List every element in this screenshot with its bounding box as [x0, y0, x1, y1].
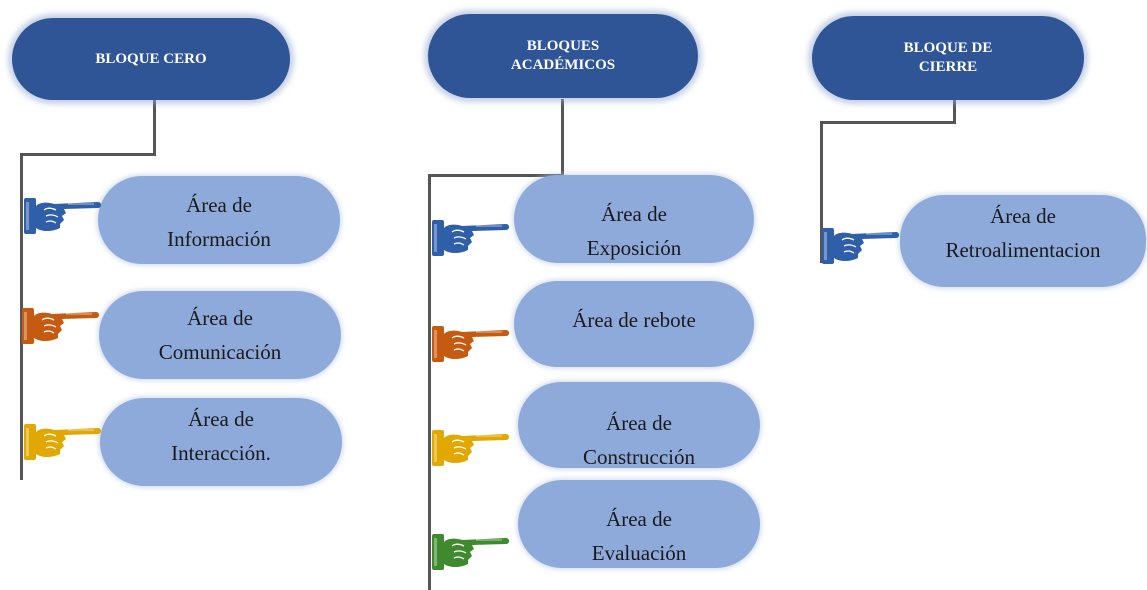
area-comunicacion-line-1: Área de: [187, 306, 253, 330]
pointing-hand-icon: [430, 426, 512, 470]
pointing-hand-icon: [430, 322, 512, 366]
area-evaluacion: Área de Evaluación: [518, 480, 760, 568]
area-comunicacion: Área de Comunicación: [99, 291, 341, 379]
connector-v2-main: [428, 174, 431, 590]
area-interaccion: Área de Interacción.: [100, 398, 342, 486]
area-retroalimentacion-line-1: Área de: [990, 204, 1056, 228]
header-bloques-academicos: BLOQUES ACADÉMICOS: [428, 14, 698, 98]
area-construccion-line-1: Área de: [606, 411, 672, 435]
connector-v2-top: [561, 99, 564, 177]
header-bloques-academicos-line-1: BLOQUES: [526, 38, 600, 54]
pointing-hand-icon: [430, 530, 512, 574]
pointing-hand-icon: [20, 304, 102, 348]
area-rebote: Área de rebote: [514, 281, 754, 367]
connector-v1-main: [20, 153, 23, 480]
connector-v3-main: [820, 121, 823, 263]
connector-h1: [20, 153, 156, 156]
connector-h2: [428, 174, 564, 177]
area-construccion-line-2: Construcción: [583, 445, 695, 469]
connector-h3: [820, 121, 956, 124]
header-bloque-de-cierre: BLOQUE DE CIERRE: [812, 16, 1084, 100]
area-evaluacion-line-1: Área de: [606, 507, 672, 531]
pointing-hand-icon: [22, 420, 104, 464]
area-evaluacion-line-2: Evaluación: [591, 541, 687, 565]
area-retroalimentacion: Área de Retroalimentacion: [900, 195, 1146, 287]
pointing-hand-icon: [430, 216, 512, 260]
area-interaccion-line-1: Área de: [188, 407, 254, 431]
header-bloque-de-cierre-line-2: CIERRE: [918, 59, 978, 75]
header-bloques-academicos-line-2: ACADÉMICOS: [510, 57, 616, 73]
area-construccion: Área de Construcción: [518, 382, 760, 469]
area-informacion-line-1: Área de: [186, 193, 252, 217]
area-exposicion-line-2: Exposición: [586, 236, 682, 260]
area-interaccion-line-2: Interacción.: [171, 441, 271, 465]
pointing-hand-icon: [22, 194, 104, 238]
area-exposicion: Área de Exposición: [514, 175, 754, 263]
header-bloque-de-cierre-line-1: BLOQUE DE: [903, 40, 993, 56]
area-comunicacion-line-2: Comunicación: [158, 340, 282, 364]
header-bloque-cero-line-1: BLOQUE CERO: [95, 50, 207, 67]
area-informacion-line-2: Información: [167, 227, 271, 251]
area-rebote-line-1: Área de rebote: [572, 308, 696, 332]
pointing-hand-icon: [820, 224, 902, 268]
area-retroalimentacion-line-2: Retroalimentacion: [945, 238, 1101, 262]
area-exposicion-line-1: Área de: [601, 202, 667, 226]
connector-v1-top: [153, 100, 156, 156]
connector-v3-top: [953, 100, 956, 124]
area-informacion: Área de Información: [98, 176, 340, 264]
header-bloque-cero: BLOQUE CERO: [12, 18, 290, 100]
